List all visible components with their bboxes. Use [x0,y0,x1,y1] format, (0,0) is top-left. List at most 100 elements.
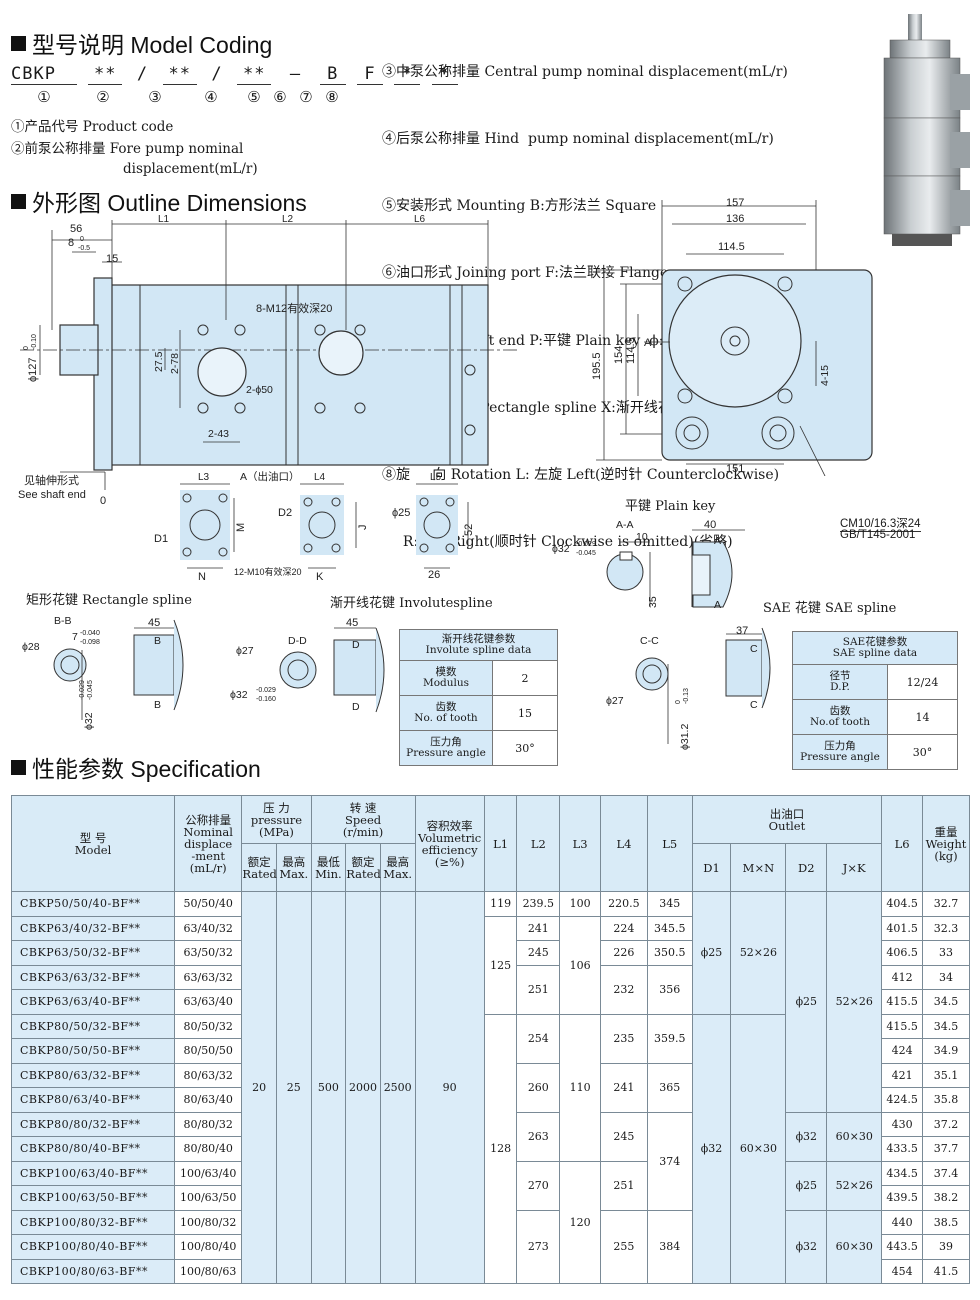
code-part: / [136,64,149,84]
JxK-cell: 60×30 [826,1209,883,1284]
dim-27-5: 27.5 [153,351,165,372]
dim-N: N [198,571,206,583]
dim-L1: L1 [158,214,170,225]
header-L2: L2 [516,795,561,892]
sae-c-top: C [750,643,758,655]
table-row: CBKP63/63/32-BF** 63/63/32 251 232 356 4… [10,964,970,1015]
param-value: 12/24 [887,664,958,700]
table-title-en: SAE spline data [832,647,918,659]
dim-L3: L3 [198,472,210,483]
dim-2-phi50: 2-ϕ50 [246,384,273,396]
circled-number: ⑦ [299,88,313,106]
rect-spline-dia28: ϕ28 [22,641,40,653]
L6-cell: 404.5 [881,891,923,917]
nominal-cell: 63/63/40 [174,989,243,1015]
nominal-cell: 80/80/40 [174,1136,243,1162]
param-name-en: No. of tooth [414,712,478,724]
L1-cell: 125 [483,915,518,1015]
L6-cell: 424 [881,1038,923,1064]
pump-product-photo [883,14,970,246]
dim-52: 52 [463,524,475,536]
dim-zero: 0 [100,495,106,507]
param-name-en: Modulus [422,677,470,689]
L2-cell: 263 [516,1111,561,1162]
nominal-cell: 50/50/40 [174,891,243,917]
L2-cell: 254 [516,1013,561,1064]
L5-cell: 374 [646,1111,693,1211]
plain-key-tol-lower: -0.045 [576,550,596,557]
L2-cell: 239.5 [516,891,561,917]
L4-cell: 245 [599,1111,648,1162]
L6-cell: 406.5 [881,940,923,966]
code-part: ** [162,64,197,85]
nominal-cell: 80/50/32 [174,1013,243,1039]
L6-cell: 434.5 [881,1160,923,1186]
param-value: 15 [492,695,558,731]
JxK-cell: 60×30 [826,1111,883,1162]
involute-dia32-lower: -0.160 [256,696,276,703]
nominal-cell: 100/63/50 [174,1185,243,1211]
dim-157: 157 [726,197,744,209]
weight-cell: 37.2 [922,1111,970,1137]
plain-key-35: 35 [647,596,659,608]
code-part: — [289,64,302,84]
param-value: 2 [492,660,558,696]
involute-spline-title: 渐开线花键 Involutespline [330,596,493,611]
L6-cell: 412 [881,964,923,990]
param-name: 压力角 [824,740,856,752]
model-cell: CBKP80/50/50-BF** [10,1038,176,1064]
dim-D1: D1 [154,533,168,545]
weight-cell: 38.2 [922,1185,970,1211]
param-name: 径节 [829,670,851,682]
circled-number: ① [37,88,51,106]
nominal-cell: 100/63/40 [174,1160,243,1186]
L5-cell: 359.5 [646,1013,693,1064]
pressure-max-cell: 25 [275,891,312,1284]
sae-37: 37 [736,625,748,637]
rect-spline-7: 7 [72,631,78,643]
weight-cell: 34 [922,964,970,990]
model-code-row: CBKP ** / ** / ** — B F * * [11,64,458,85]
rect-spline-b-top: B [154,635,161,647]
dim-8-upper: 0 [80,236,84,243]
circled-number: ③ [148,88,162,106]
model-cell: CBKP63/50/32-BF** [10,940,176,966]
L6-cell: 421 [881,1062,923,1088]
dim-phi127-lower: -0.10 [31,334,38,350]
L2-cell: 273 [516,1209,561,1284]
header-L3: L3 [559,795,601,892]
param-value: 14 [887,699,958,735]
L3-cell: 100 [559,891,601,917]
weight-cell: 37.7 [922,1136,970,1162]
circled-number: ④ [204,88,218,106]
dim-4-15: 4-15 [819,365,831,386]
JxK-cell: 52×26 [826,891,883,1113]
model-cell: CBKP100/63/50-BF** [10,1185,176,1211]
L6-cell: 415.5 [881,989,923,1015]
involute-dia32: ϕ32 [230,689,248,701]
rect-spline-b-bottom: B [154,699,161,711]
outline-title: 外形图 Outline Dimensions [11,184,307,218]
sae-dia31-2: ϕ31.2 [679,724,691,750]
dim-D2: D2 [278,507,292,519]
weight-cell: 34.9 [922,1038,970,1064]
rect-spline-7-upper: -0.040 [80,630,100,637]
section-square-icon [11,193,26,209]
involute-45: 45 [346,617,358,629]
table-row: CBKP50/50/40-BF** 50/50/40 20 25 500 200… [10,891,970,1284]
weight-cell: 41.5 [922,1258,970,1284]
D2-cell: ϕ32 [785,1111,828,1162]
sae-dia27: ϕ27 [606,695,624,707]
rect-spline-dia32-upper: -0.029 [79,680,86,700]
header-L5: L5 [646,795,693,892]
model-cell: CBKP63/40/32-BF** [10,915,176,941]
weight-cell: 37.4 [922,1160,970,1186]
L4-cell: 241 [599,1062,648,1113]
MxN-cell: 52×26 [730,891,787,1015]
param-value: 30° [887,734,958,770]
